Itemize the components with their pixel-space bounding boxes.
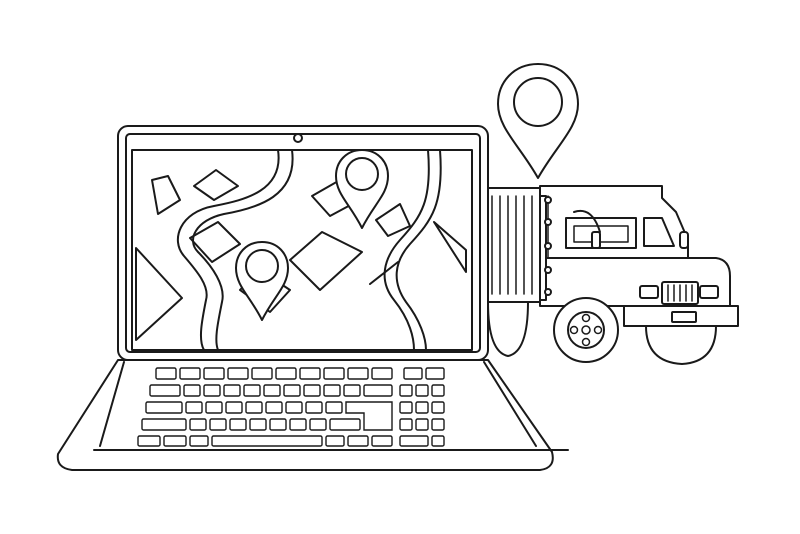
- map-pin-icon: [235, 241, 289, 321]
- map-pin-icon: [335, 150, 389, 229]
- location-pin-icon: [497, 63, 579, 179]
- delivery-truck-icon: [469, 185, 739, 365]
- keyboard-icon: [137, 367, 445, 447]
- map-icon: [131, 149, 473, 351]
